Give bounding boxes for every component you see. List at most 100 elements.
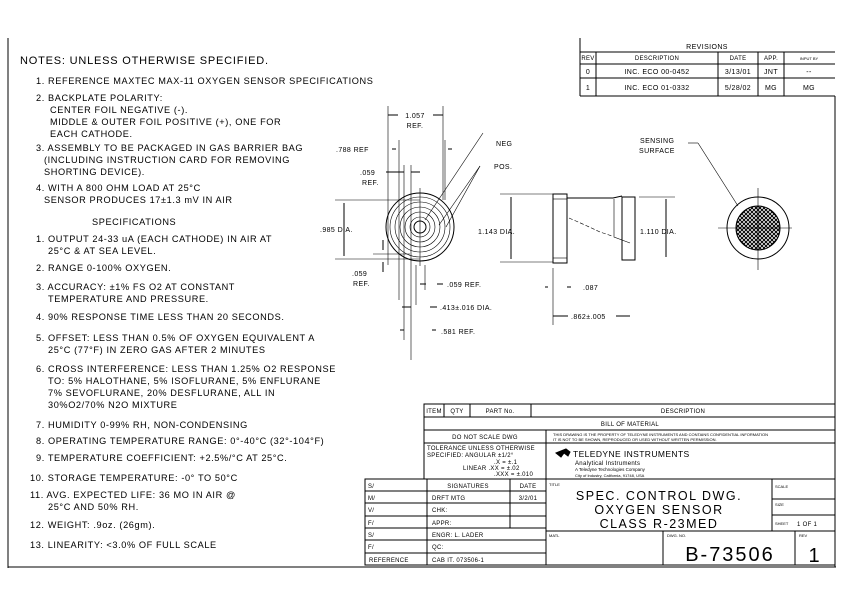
sig-cell: F/ (368, 521, 374, 527)
pos-label: POS. (494, 164, 512, 171)
do-not-scale: DO NOT SCALE DWG (452, 435, 518, 441)
sheet-value: 1 OF 1 (797, 522, 818, 528)
front-view: 1.057 REF. .788 REF .059 REF. .985 DIA. … (320, 106, 512, 360)
note-line: EACH CATHODE. (50, 129, 133, 139)
company-address: City of Industry, California, 91748, USA (575, 473, 645, 478)
matl-label: MATL (549, 533, 560, 538)
dim-862: .862±.005 (571, 314, 606, 321)
notes-section: NOTES: UNLESS OTHERWISE SPECIFIED. 1. RE… (20, 55, 373, 205)
sig-cell: M/ (368, 496, 375, 502)
tolerance-text: .XXX = ±.010 (494, 472, 533, 478)
dim-581: .581 REF. (441, 329, 475, 336)
sig-cell: SIGNATURES (447, 484, 489, 490)
dim-087: .087 (583, 285, 598, 292)
sheet-label: SHEET (775, 521, 789, 526)
bom-title: BILL OF MATERIAL (601, 422, 660, 428)
sig-cell: S/ (368, 484, 374, 490)
spec-line: 3. ACCURACY: ±1% FS O2 AT CONSTANT (36, 282, 235, 292)
sig-cell: DATE (520, 484, 537, 490)
revisions-table: REVISIONS REV DESCRIPTION DATE APP. INPU… (579, 38, 835, 97)
signature-block: S/ SIGNATURES DATE M/ DRFT MTG 3/2/01 V/… (364, 478, 547, 566)
sig-cell: F/ (368, 545, 374, 551)
bom-header: ITEM (426, 409, 442, 415)
sig-cell: DRFT MTG (432, 496, 465, 502)
rev-cell: MG (803, 85, 815, 92)
note-line: MIDDLE & OUTER FOIL POSITIVE (+), ONE FO… (50, 117, 281, 127)
dim-059-ref: .059 REF. (447, 282, 481, 289)
spec-line: 5. OFFSET: LESS THAN 0.5% OF OXYGEN EQUI… (36, 333, 315, 343)
dim-788: .788 REF (336, 147, 369, 154)
bom-header: DESCRIPTION (661, 409, 705, 415)
rear-view: SENSING SURFACE (639, 138, 792, 270)
company-name: TELEDYNE INSTRUMENTS (573, 449, 690, 459)
scale-label: SCALE (775, 484, 788, 489)
sig-cell: ENGR: L. LADER (432, 533, 484, 539)
spec-line: 2. RANGE 0-100% OXYGEN. (36, 263, 171, 273)
revision-number: 1 (808, 545, 821, 567)
specifications-section: SPECIFICATIONS 1. OUTPUT 24-33 uA (EACH … (30, 217, 335, 550)
rev-header: INPUT BY (800, 56, 819, 61)
dim-1057-ref: REF. (407, 123, 424, 130)
company-division: Analytical Instruments (575, 461, 640, 467)
note-line: 4. WITH A 800 OHM LOAD AT 25°C (36, 183, 201, 193)
side-view: 1.143 DIA. 1.110 DIA. .087 .862±.005 (478, 193, 677, 325)
company-sub: A Teledyne Technologies Company (575, 467, 646, 472)
note-line: SENSOR PRODUCES 17±1.3 mV IN AIR (44, 195, 233, 205)
rev-cell: INC. ECO 01-0332 (624, 85, 689, 92)
sig-cell: 3/2/01 (519, 496, 538, 502)
proprietary-notice: IT IS NOT TO BE SHOWN, REPRODUCED OR USE… (553, 437, 717, 442)
sig-cell: QC: (432, 545, 444, 551)
rev-header: APP. (764, 56, 778, 62)
spec-line: 7% SEVOFLURANE, 20% DESFLURANE, ALL IN (48, 388, 275, 398)
title-label: TITLE (549, 482, 560, 487)
rev-cell: JNT (764, 69, 778, 76)
rev-cell: MG (765, 85, 777, 92)
rev-label: REV (799, 533, 808, 538)
spec-line: 30%O2/70% N2O MIXTURE (48, 400, 178, 410)
notes-title: NOTES: UNLESS OTHERWISE SPECIFIED. (20, 55, 269, 67)
spec-line: 25°C (77°F) IN ZERO GAS AFTER 2 MINUTES (48, 345, 266, 355)
dim-059-top: .059 (360, 170, 375, 177)
sig-cell: S/ (368, 533, 374, 539)
sig-cell: APPR: (432, 521, 452, 527)
dim-1143: 1.143 DIA. (478, 229, 515, 236)
spec-line: 1. OUTPUT 24-33 uA (EACH CATHODE) IN AIR… (36, 234, 272, 244)
dim-059-bottom-ref: REF. (353, 281, 370, 288)
dwg-no-label: DWG. NO. (667, 533, 686, 538)
note-line: 3. ASSEMBLY TO BE PACKAGED IN GAS BARRIE… (36, 143, 303, 153)
rev-cell: 5/28/02 (725, 85, 751, 92)
rev-cell: 3/13/01 (725, 69, 751, 76)
bom-header: QTY (450, 409, 463, 415)
spec-line: 13. LINEARITY: <3.0% OF FULL SCALE (30, 540, 217, 550)
spec-line: 25°C AND 50% RH. (48, 502, 139, 512)
bom-header: PART No. (486, 409, 515, 415)
tolerance-text: .X = ±.1 (494, 460, 518, 466)
revisions-title: REVISIONS (686, 44, 728, 51)
drawing-title-2: OXYGEN SENSOR (594, 503, 723, 517)
spec-line: 7. HUMIDITY 0-99% RH, NON-CONDENSING (36, 420, 248, 430)
spec-line: 11. AVG. EXPECTED LIFE: 36 MO IN AIR @ (30, 490, 236, 500)
drawing-number: B-73506 (685, 544, 775, 566)
sensing-label: SENSING (640, 138, 674, 145)
dim-985: .985 DIA. (320, 227, 353, 234)
sig-cell: REFERENCE (369, 558, 409, 564)
spec-line: 4. 90% RESPONSE TIME LESS THAN 20 SECOND… (36, 312, 285, 322)
note-line: (INCLUDING INSTRUCTION CARD FOR REMOVING (44, 155, 290, 165)
dim-1110: 1.110 DIA. (640, 229, 677, 236)
teledyne-logo-icon (555, 448, 571, 458)
specs-title: SPECIFICATIONS (92, 217, 176, 227)
neg-label: NEG (496, 141, 512, 148)
rev-header: DATE (730, 56, 747, 62)
rev-cell: 1 (586, 85, 590, 92)
spec-line: TO: 5% HALOTHANE, 5% ISOFLURANE, 5% ENFL… (48, 376, 321, 386)
sig-cell: CHK: (432, 508, 448, 514)
size-label: SIZE (775, 502, 784, 507)
drawing-title-1: SPEC. CONTROL DWG. (576, 489, 742, 503)
tolerance-text: LINEAR .XX = ±.02 (463, 466, 520, 472)
dim-413: .413±.016 DIA. (440, 305, 492, 312)
spec-line: 12. WEIGHT: .9oz. (26gm). (30, 520, 155, 530)
dim-059-top-ref: REF. (362, 180, 379, 187)
note-line: SHORTING DEVICE). (44, 167, 145, 177)
bill-of-material: ITEM QTY PART No. DESCRIPTION BILL OF MA… (423, 403, 836, 480)
